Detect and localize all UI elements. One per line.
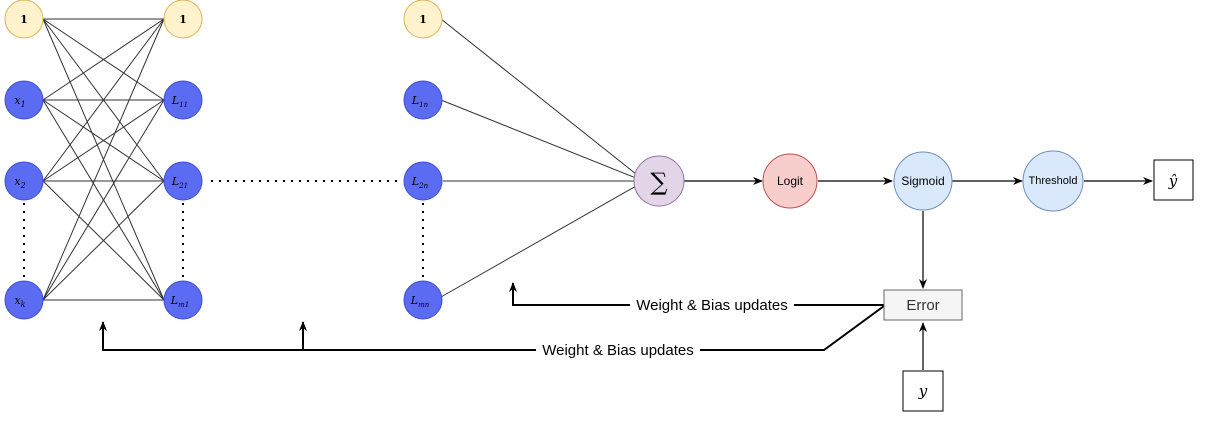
hiddenn-bias-label: 1 bbox=[419, 13, 427, 26]
input-node-xk-label: xk bbox=[14, 294, 25, 309]
hidden1-bias-node bbox=[163, 0, 203, 39]
edge-l0-3-l1-1 bbox=[42, 99, 165, 301]
edges-input-to-hidden1 bbox=[42, 18, 165, 301]
pipeline-arrows bbox=[684, 177, 1153, 370]
input-node-x2 bbox=[4, 161, 44, 201]
feedback-lower-path bbox=[99, 305, 885, 351]
hidden1-node-l21-label: L21 bbox=[171, 175, 188, 190]
error-box bbox=[883, 289, 963, 321]
input-layer: 1 x1 x2 xk bbox=[4, 0, 44, 320]
output-box bbox=[1153, 159, 1194, 201]
feedback-lower-label: Weight & Bias updates bbox=[542, 342, 693, 359]
hidden1-node-lm1-label: Lm1 bbox=[170, 294, 189, 309]
sigmoid-label: Sigmoid bbox=[901, 174, 944, 188]
hidden1-node-lm1 bbox=[163, 280, 203, 320]
feedback-upper-label: Weight & Bias updates bbox=[636, 297, 787, 314]
threshold-label: Threshold bbox=[1029, 175, 1078, 187]
hidden1-node-l11 bbox=[163, 80, 203, 120]
hiddenn-node-l2n bbox=[403, 161, 443, 201]
input-node-xk bbox=[4, 280, 44, 320]
sum-node bbox=[633, 155, 685, 207]
hiddenn-node-lmn-label: Lmn bbox=[410, 294, 430, 309]
target-label: y bbox=[918, 382, 928, 400]
edge-l0-2-l1-0 bbox=[42, 18, 165, 182]
sum-symbol: ∑ bbox=[650, 168, 667, 196]
error-label: Error bbox=[906, 297, 939, 314]
input-bias-node bbox=[4, 0, 44, 39]
hiddenn-node-l1n-label: L1n bbox=[411, 94, 429, 109]
hiddenn-node-lmn bbox=[403, 280, 443, 320]
edge-lmn-sum bbox=[440, 185, 637, 298]
edge-l0-1-l1-0 bbox=[42, 18, 165, 101]
hiddenn-bias-node bbox=[403, 0, 443, 39]
hidden1-bias-label: 1 bbox=[179, 13, 187, 26]
error-section: Error y bbox=[883, 289, 963, 412]
input-node-x1 bbox=[4, 80, 44, 120]
input-node-x1-label: x1 bbox=[14, 94, 25, 109]
edge-bias-sum bbox=[440, 18, 637, 175]
output-label: ŷ bbox=[1168, 172, 1178, 190]
dotted-connectors bbox=[23, 180, 424, 278]
edge-l1n-sum bbox=[440, 99, 637, 179]
hidden-layer-1: 1 L11 L21 Lm1 bbox=[163, 0, 203, 320]
feedback-paths bbox=[99, 282, 885, 351]
input-bias-label: 1 bbox=[20, 13, 28, 26]
edge-l0-3-l1-2 bbox=[42, 180, 165, 301]
logit-label: Logit bbox=[777, 174, 804, 188]
feedback-labels: Weight & Bias updates Weight & Bias upda… bbox=[536, 295, 794, 359]
edges-hiddenn-to-sum bbox=[440, 18, 637, 298]
logit-node bbox=[762, 153, 818, 209]
sigmoid-node bbox=[893, 151, 953, 211]
hiddenn-node-l2n-label: L2n bbox=[411, 175, 429, 190]
edge-l0-2-l1-1 bbox=[42, 99, 165, 182]
hidden1-node-l21 bbox=[163, 161, 203, 201]
edge-l0-3-l1-0 bbox=[42, 18, 165, 301]
target-box bbox=[902, 370, 944, 412]
pipeline: ∑ Logit Sigmoid Threshold ŷ bbox=[633, 150, 1194, 212]
hidden-layer-n: 1 L1n L2n Lmn bbox=[403, 0, 443, 320]
hidden1-node-l11-label: L11 bbox=[171, 94, 188, 109]
hiddenn-node-l1n bbox=[403, 80, 443, 120]
input-node-x2-label: x2 bbox=[14, 175, 25, 190]
threshold-node bbox=[1022, 150, 1084, 212]
